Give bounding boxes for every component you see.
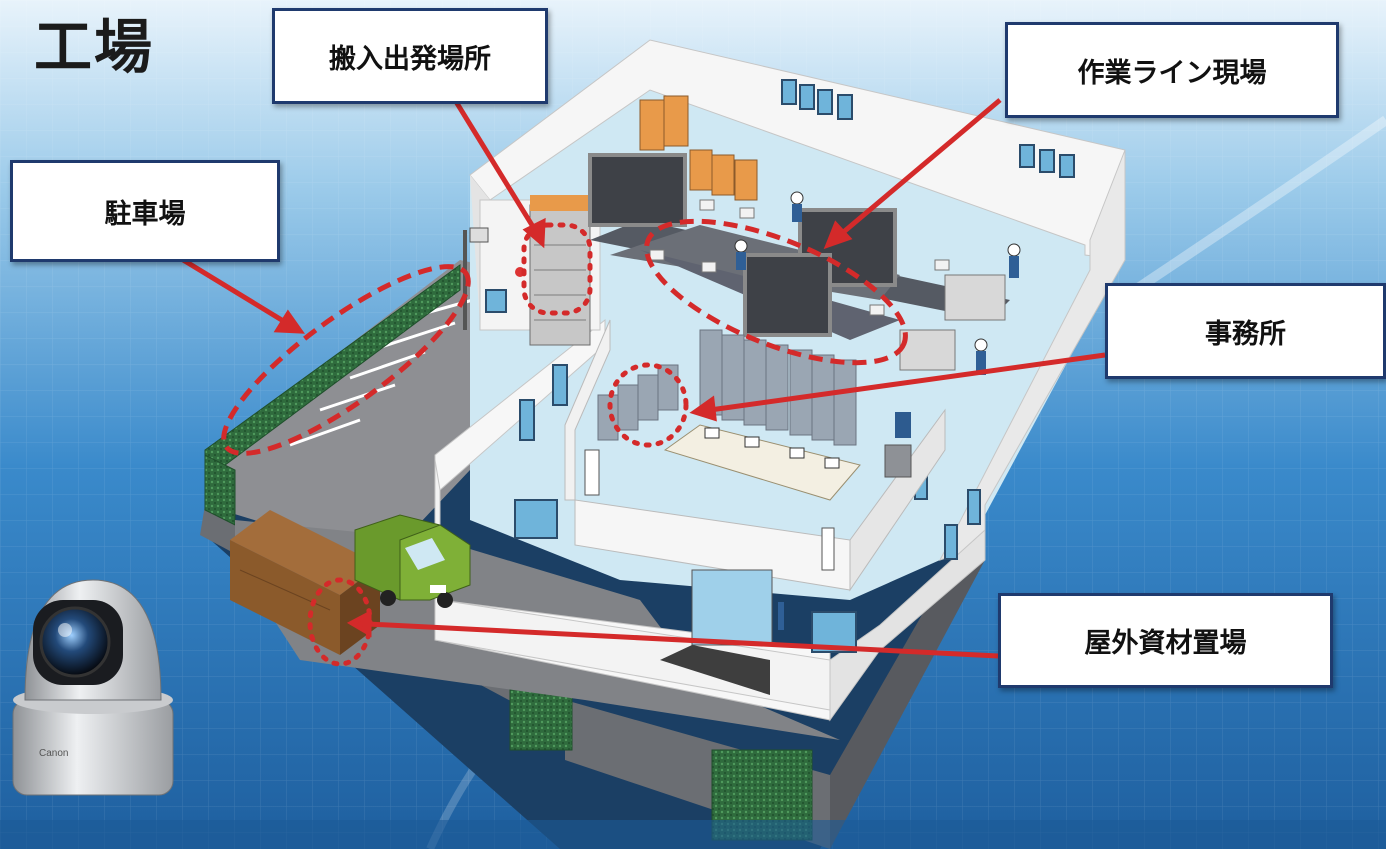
callout-shipping-label: 搬入出発場所	[329, 43, 491, 75]
highlight-zones	[221, 218, 908, 456]
callout-shipping: 搬入出発場所	[272, 8, 548, 104]
camera-brand: Canon	[39, 748, 68, 759]
truck	[354, 514, 471, 608]
callout-office-label: 事務所	[1205, 318, 1286, 350]
callout-outdoor-storage: 屋外資材置場	[998, 593, 1333, 688]
callout-parking-label: 駐車場	[104, 198, 186, 230]
callout-office: 事務所	[1105, 283, 1386, 379]
loading-dock	[463, 195, 591, 346]
zone-office	[607, 362, 689, 448]
boxes	[639, 95, 758, 201]
zone-line	[644, 218, 908, 366]
callout-arrows	[173, 98, 1106, 659]
windows	[485, 79, 1075, 653]
callout-outdoor-label: 屋外資材置場	[1084, 628, 1247, 659]
page-title: 工場	[34, 13, 155, 81]
zone-parking	[221, 264, 471, 456]
entrance	[660, 569, 784, 695]
ptz-camera-icon: Canon	[12, 579, 174, 796]
callout-parking: 駐車場	[10, 160, 280, 262]
production-line	[588, 153, 1021, 375]
callout-line-label: 作業ライン現場	[1077, 57, 1267, 89]
callout-production-line: 作業ライン現場	[1005, 22, 1339, 118]
zone-loading	[521, 222, 593, 316]
